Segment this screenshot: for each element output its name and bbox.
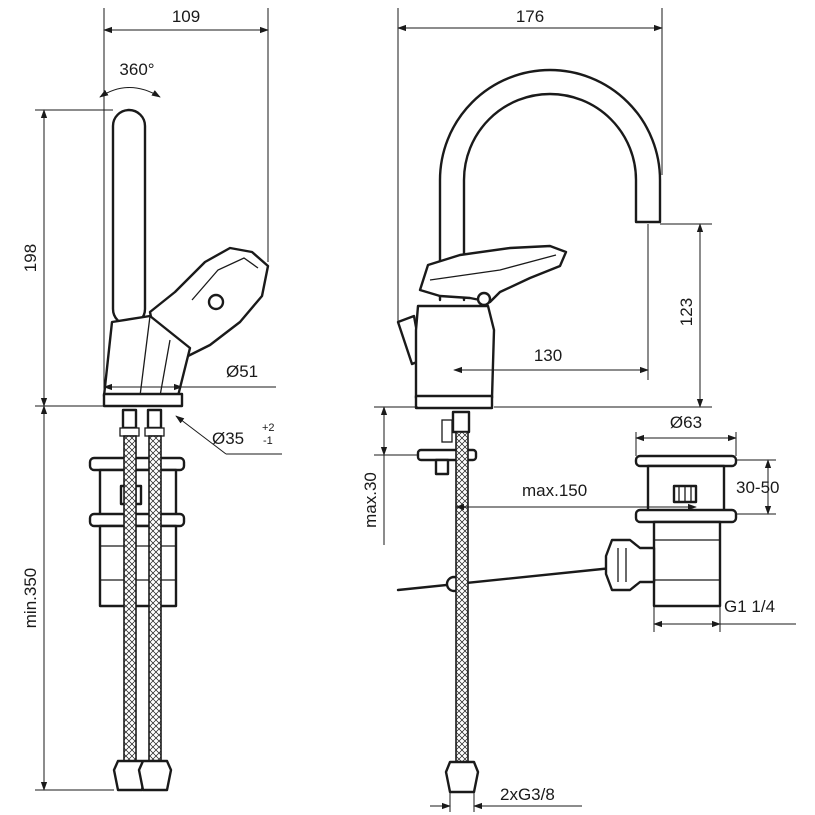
dim-spout-height: 123 [677, 298, 696, 326]
dim-waste-range: 30-50 [736, 478, 779, 497]
dim-waste-thread: G1 1/4 [724, 597, 775, 616]
dim-total-height: 198 [21, 244, 40, 272]
dim-max-rod: max.150 [522, 481, 587, 500]
dim-hole-diameter: Ø35 [212, 429, 244, 448]
front-view [396, 68, 662, 794]
side-view [88, 108, 270, 792]
dim-waste-diameter: Ø63 [670, 413, 702, 432]
side-body [102, 314, 192, 398]
dim-hose-thread: 2xG3/8 [500, 785, 555, 804]
dim-min-hose: min.350 [21, 568, 40, 628]
front-body [414, 304, 496, 400]
side-base [102, 392, 184, 408]
dim-rotation: 360° [119, 60, 154, 79]
dim-spout-reach: 130 [534, 346, 562, 365]
waste-flange [634, 454, 738, 468]
dim-hole-tol-plus: +2 [262, 422, 275, 434]
dim-side-width: 109 [172, 7, 200, 26]
lever-pin [207, 293, 225, 311]
dim-front-width: 176 [516, 7, 544, 26]
dim-max-thickness: max.30 [361, 472, 380, 528]
pull-rod [396, 566, 614, 592]
side-spout [111, 108, 147, 327]
front-spout [438, 68, 662, 302]
side-waste-flange [88, 456, 186, 472]
dim-hole-tol-minus: -1 [263, 435, 273, 447]
waste-valve [604, 454, 738, 608]
front-lever [418, 244, 568, 304]
side-dimensions: 109 360° 198 Ø51 Ø35 +2 -1 min.350 [21, 7, 282, 791]
front-dimensions: 176 123 130 max.30 max.150 Ø63 30-50 [361, 7, 796, 812]
dim-base-diameter: Ø51 [226, 362, 258, 381]
